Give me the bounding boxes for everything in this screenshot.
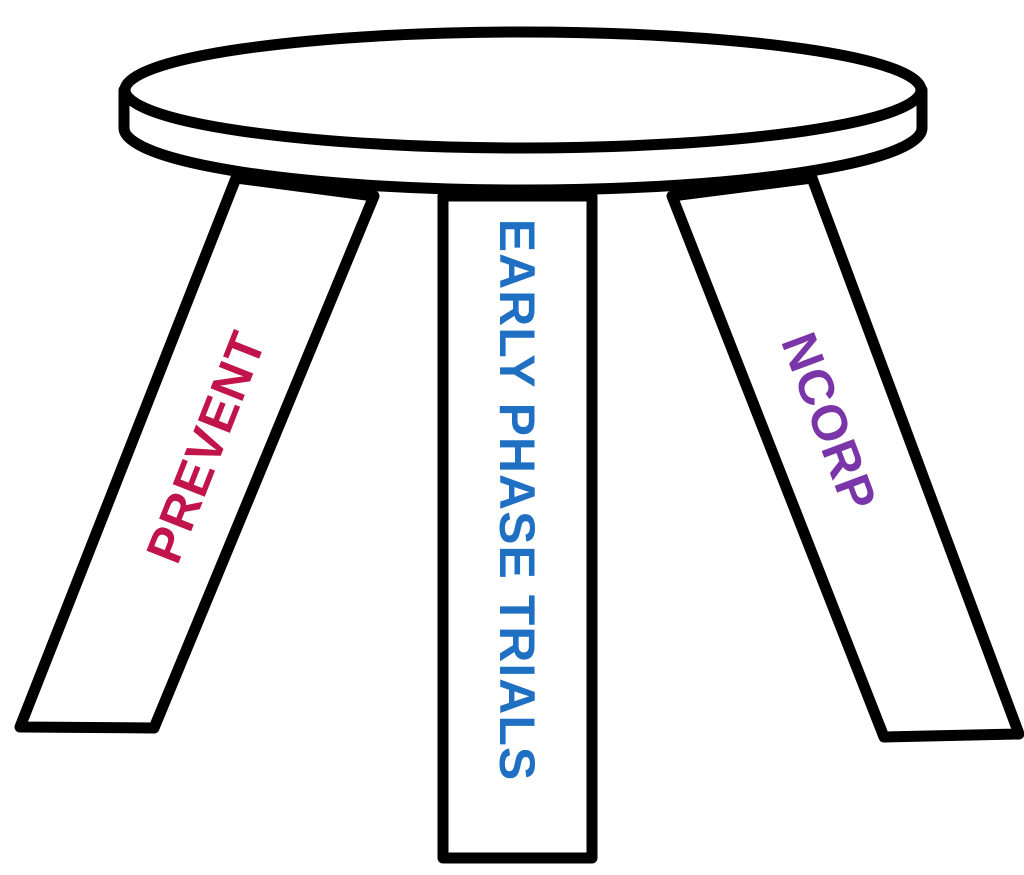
center-leg-label: EARLY PHASE TRIALS <box>489 219 545 782</box>
left-leg: PREVENT <box>20 178 374 728</box>
stool-seat <box>124 32 922 190</box>
seat-top <box>125 32 921 148</box>
center-leg: EARLY PHASE TRIALS <box>443 196 592 858</box>
right-leg: NCORP <box>672 178 1019 737</box>
